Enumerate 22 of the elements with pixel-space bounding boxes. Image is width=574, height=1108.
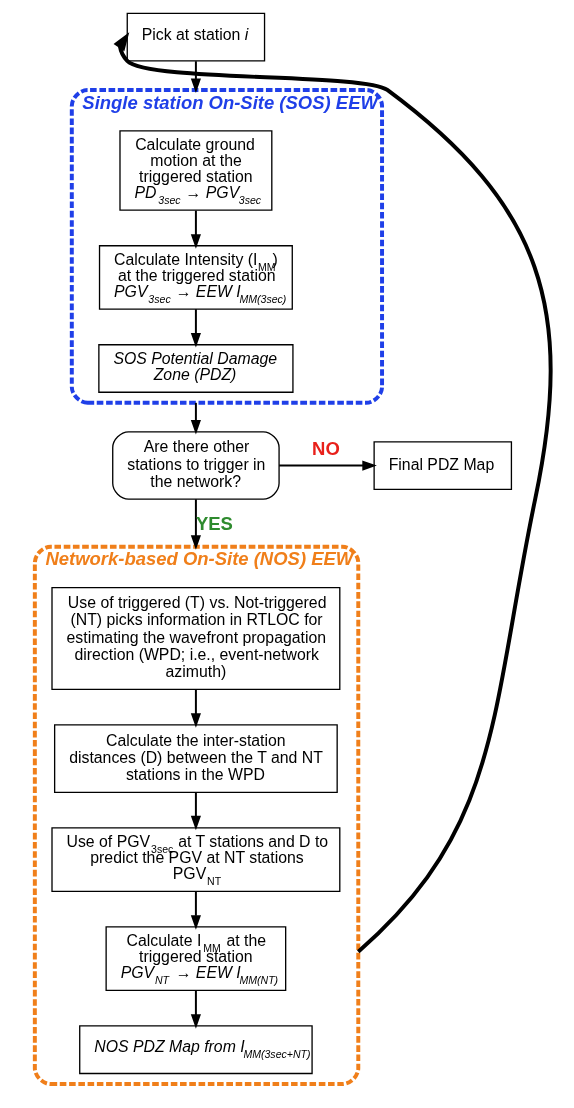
node-box: Final PDZ Map: [372, 441, 512, 490]
arrow: [190, 791, 201, 831]
node-box: Use of PGV$_{3sec}$ at T stations and D to predict the PGV at NT stations PGV$_{NT}$: [50, 827, 340, 892]
arrow: [190, 498, 201, 550]
arrow: [190, 989, 201, 1029]
node-box: Calculate ground motion at the triggered station PD$_{3sec}$ → PGV$_{3sec}$: [118, 130, 272, 211]
arrow: [113, 32, 552, 954]
node-box: Use of triggered (T) vs. Not-triggered (NT) picks information in RTLOC for estimating the wavefront propagation direction (WPD; i.e., event-network azimuth): [50, 587, 340, 690]
arrow: [190, 401, 201, 435]
node-box: Pick at station i: [126, 12, 265, 62]
arrow: [190, 308, 201, 348]
node-box: Calculate the inter-station distances (D) between the T and NT stations in the WPD: [53, 724, 338, 793]
node-box: NOS PDZ Map from I$_{MM(3sec+NT)}$: [78, 1025, 313, 1075]
node-box: Calculate Intensity (I$_{MM}$) at the triggered station PGV$_{3sec}$ → EEW I$_{MM(3sec)}$: [98, 245, 293, 310]
arrow: [190, 209, 201, 249]
node-box: Are there other stations to trigger in the network?: [111, 431, 280, 500]
arrow: [190, 890, 201, 930]
arrow: [190, 688, 201, 728]
arrow: [277, 460, 377, 471]
edge-label: NO: [311, 438, 340, 460]
node-box: Calculate I$_{MM}$ at the triggered station PGV$_{NT}$ → EEW I$_{MM(NT)}$: [104, 926, 286, 991]
node-box: SOS Potential Damage Zone (PDZ): [97, 344, 294, 393]
